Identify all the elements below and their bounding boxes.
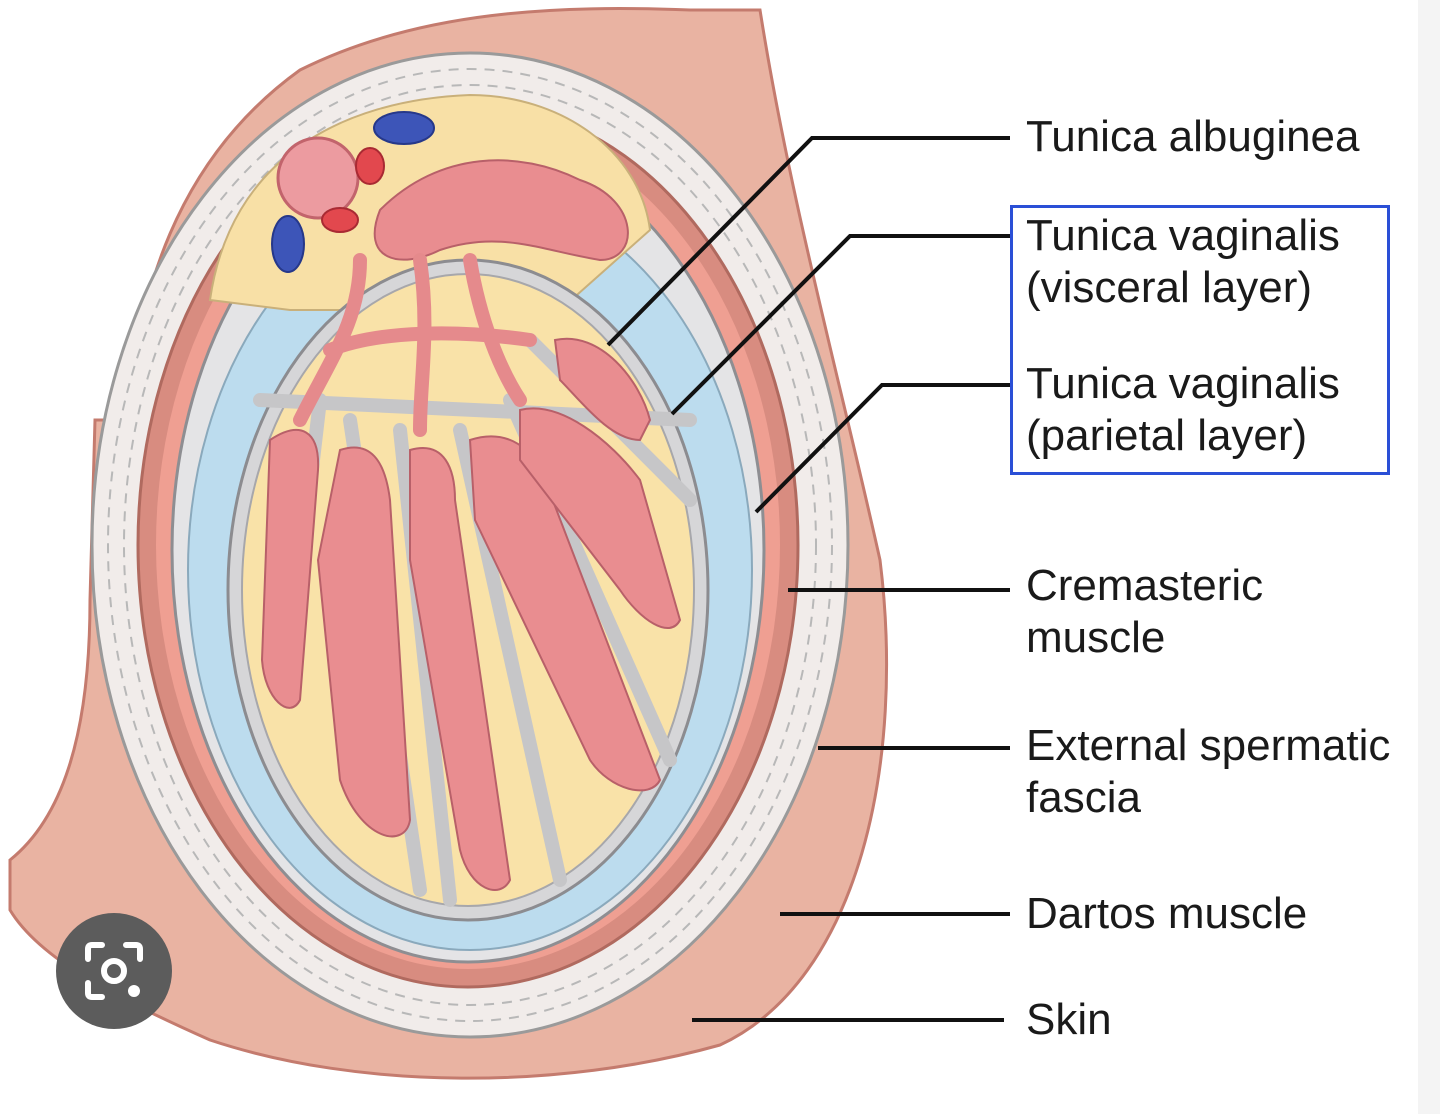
label-line: (visceral layer) [1026,263,1313,312]
label-line: Cremasteric [1026,561,1264,610]
tunica-vaginalis-highlight-box [1010,205,1390,475]
label-line: External spermatic [1026,721,1391,770]
vein-2 [271,215,305,273]
leader-lines [606,136,1010,1022]
leader-visceral [670,234,1010,416]
artery-2 [355,147,385,185]
label-line: Tunica albuginea [1026,112,1360,161]
label-skin: Skin [1026,994,1112,1046]
leader-parietal [754,383,1010,514]
label-line: Tunica vaginalis [1026,211,1340,260]
camera-search-icon [85,942,143,1000]
label-line: muscle [1026,613,1166,662]
leader-tunica-albuginea [606,136,1010,347]
label-tunica-albuginea: Tunica albuginea [1026,111,1360,163]
label-dartos-muscle: Dartos muscle [1026,888,1307,940]
artery [276,136,360,220]
label-cremasteric-muscle: Cremasteric muscle [1026,560,1263,664]
rete-testis [293,253,537,437]
label-line: (parietal layer) [1026,411,1308,460]
label-external-spermatic-fascia: External spermatic fascia [1026,720,1390,824]
seminiferous-tubules [260,159,682,891]
label-line: Dartos muscle [1026,889,1308,938]
label-tunica-vaginalis-parietal: Tunica vaginalis (parietal layer) [1026,358,1340,462]
vein-1 [373,111,435,145]
label-line: Tunica vaginalis [1026,359,1340,408]
label-tunica-vaginalis-visceral: Tunica vaginalis (visceral layer) [1026,210,1340,314]
visual-search-button[interactable] [56,913,172,1029]
artery-3 [321,207,359,233]
label-line: Skin [1026,995,1112,1044]
label-line: fascia [1026,773,1141,822]
scrollbar-track [1418,0,1440,1114]
